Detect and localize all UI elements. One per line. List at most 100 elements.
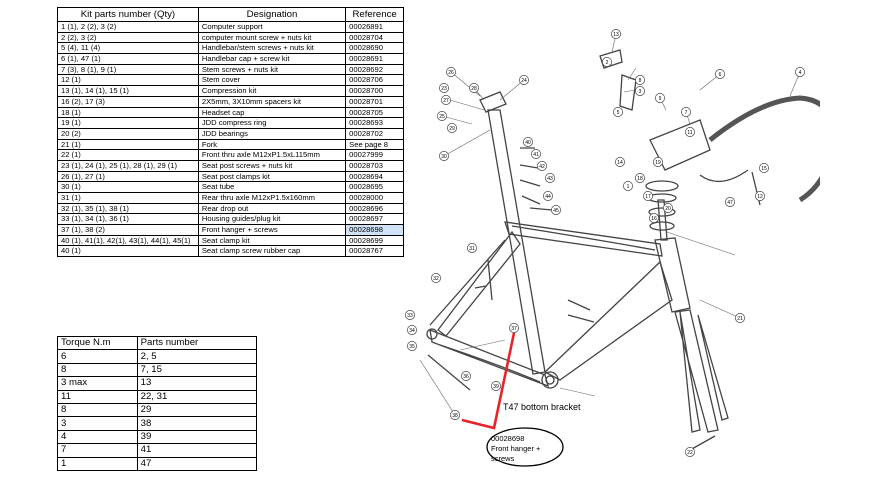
table-cell: 2 (2), 3 (2) [57,31,199,44]
part-balloon-41 [531,149,541,159]
table-cell: 00028701 [345,95,404,108]
torque-header-cell: Torque N.m [57,335,138,351]
part-balloon-label: 40 [525,140,531,146]
table-cell: 00028706 [345,74,404,87]
table-cell: 8 [57,402,138,418]
frame-drawing [426,49,820,451]
table-cell: Front thru axle M12xP1.5xL115mm [197,149,347,161]
part-balloon-label: 29 [449,126,455,132]
table-cell: Compression kit [197,85,347,97]
table-cell: Computer support [197,21,347,33]
table-cell: 40 (1), 41(1), 42(1), 43(1), 44(1), 45(1… [57,234,199,247]
part-balloon-3 [635,86,645,96]
table-cell: Seat post clamps kit [197,170,347,183]
table-cell: 00028704 [345,31,404,44]
callout-line-3: screws [491,454,515,463]
part-balloon-28 [469,83,479,93]
table-cell: 7, 15 [136,362,258,378]
part-balloon-label: 14 [617,160,623,166]
parts-header-cell: Designation [197,7,347,22]
table-cell: 00028695 [345,181,404,193]
part-balloon-label: 13 [613,32,619,38]
table-cell: 00028700 [345,85,404,97]
table-cell: 00028702 [345,127,404,140]
part-balloon-6 [715,69,725,79]
table-cell: 26 (1), 27 (1) [57,170,199,183]
table-row: 23 (1), 24 (1), 25 (1), 28 (1), 29 (1)Se… [57,159,404,172]
part-balloon-label: 6 [719,72,722,78]
part-balloon-34 [407,325,417,335]
exploded-frame-diagram: T47 bottom bracket 00028698 Front hanger… [405,29,820,467]
part-balloon-22 [685,447,695,457]
part-balloon-label: 27 [443,98,449,104]
table-row: 33 (1), 34 (1), 36 (1)Housing guides/plu… [57,213,404,226]
parts-header-cell: Kit parts number (Qty) [57,7,199,22]
part-balloon-label: 41 [533,152,539,158]
table-cell: 40 (1) [57,245,199,258]
table-cell: Seat clamp kit [197,234,347,247]
part-balloon-label: 30 [441,154,447,160]
part-balloon-19 [653,157,663,167]
callout-line-2: Front hanger + [491,444,541,453]
table-cell: 41 [136,443,258,458]
part-balloon-label: 8 [639,78,642,84]
part-balloon-39 [491,381,501,391]
part-balloon-label: 11 [687,130,692,136]
part-balloon-32 [431,273,441,283]
part-balloon-label: 19 [655,160,661,166]
table-cell: 31 (1) [57,192,199,204]
part-balloon-label: 21 [737,316,743,322]
table-cell: 12 (1) [57,74,199,87]
table-cell: 7 (3), 8 (1), 9 (1) [57,63,199,76]
part-balloon-30 [439,151,449,161]
table-row: 7 (3), 8 (1), 9 (1)Stem screws + nuts ki… [57,63,404,76]
part-balloon-label: 26 [448,70,454,76]
part-balloon-label: 28 [471,86,477,92]
table-cell: 13 [136,376,258,391]
part-balloon-label: 3 [639,89,642,95]
parts-header-cell: Reference [345,7,404,22]
table-cell: Seat tube [197,181,347,193]
part-balloon-label: 45 [553,208,559,214]
part-balloon-25 [437,111,447,121]
table-cell: 6 (1), 47 (1) [57,53,199,65]
part-balloon-label: 39 [493,384,499,390]
callout-line-1: 00028698 [491,434,524,443]
part-balloon-label: 33 [407,313,413,319]
table-cell: 00028693 [345,117,404,129]
table-cell: 00027999 [345,149,404,161]
part-balloon-20 [663,203,673,213]
table-cell: Handlebar cap + screw kit [197,53,347,65]
table-cell: 00028696 [345,202,404,215]
part-balloon-label: 22 [687,450,693,456]
table-cell: 00028692 [345,63,404,76]
table-cell: 00028767 [345,245,404,258]
table-cell: 00028690 [345,42,404,55]
table-cell: Headset cap [197,106,347,119]
part-balloon-27 [441,95,451,105]
table-cell: 2, 5 [136,349,258,364]
table-cell: 00028000 [345,192,404,204]
part-balloon-18 [635,173,645,183]
table-row: 40 (1), 41(1), 42(1), 43(1), 44(1), 45(1… [57,234,404,247]
part-balloon-label: 17 [645,194,651,200]
table-cell: 1 [57,456,138,471]
part-balloon-5 [613,107,623,117]
table-cell: Handlebar/stem screws + nuts kit [197,42,347,55]
table-cell: 38 [136,416,258,431]
table-cell: 11 [57,389,138,404]
